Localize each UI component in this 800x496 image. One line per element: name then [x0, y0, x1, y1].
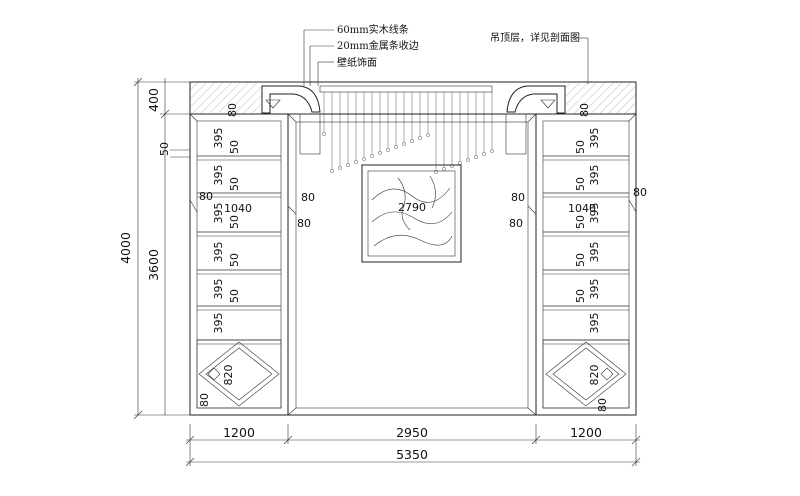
ceiling-hatch-right	[566, 83, 635, 113]
wall-picture	[361, 164, 462, 263]
dim-80: 80	[596, 398, 609, 412]
note-wallpaper: 壁纸饰面	[337, 56, 377, 69]
trim-column-left	[299, 113, 321, 155]
chandelier	[322, 92, 494, 174]
leader-lines	[303, 29, 589, 86]
dim-total-width: 5350	[396, 447, 428, 462]
dim-shelf-50: 50	[574, 215, 587, 229]
dim-shelf-50: 50	[574, 140, 587, 154]
chandelier-bead	[362, 157, 366, 161]
chandelier-bead	[490, 149, 494, 153]
chandelier-bead	[410, 139, 414, 143]
dim-cabinet-width: 1040	[568, 202, 596, 215]
dim-shelf-395: 395	[212, 203, 225, 224]
dim-80: 80	[578, 103, 591, 117]
dim-shelf-395: 395	[212, 128, 225, 149]
chandelier-bead	[322, 132, 326, 136]
chandelier-crown	[319, 85, 493, 93]
cove-left	[261, 85, 321, 114]
right-diamond-door	[542, 339, 630, 409]
dim-shelf-395: 395	[212, 165, 225, 186]
chandelier-bead	[386, 148, 390, 152]
chandelier-bead	[394, 145, 398, 149]
chandelier-bead	[354, 160, 358, 164]
wall-frame	[189, 113, 637, 416]
dim-cabinet-door: 820	[222, 365, 235, 386]
dim-shelf-395: 395	[588, 203, 601, 224]
chandelier-bead	[402, 142, 406, 146]
dim-shelf-50: 50	[228, 289, 241, 303]
dim-side-gap: 50	[158, 142, 171, 156]
dim-shelf-50: 50	[228, 177, 241, 191]
chandelier-bead	[426, 133, 430, 137]
dim-shelf-50: 50	[574, 253, 587, 267]
dim-shelf-395: 395	[588, 165, 601, 186]
downlight-icon	[540, 99, 556, 109]
dim-shelf-395: 395	[588, 242, 601, 263]
chandelier-bead	[458, 161, 462, 165]
dim-80: 80	[297, 217, 311, 230]
dim-picture-width: 2790	[398, 201, 426, 214]
dim-ceiling-height: 400	[146, 88, 161, 112]
dim-cabinet-width: 1040	[224, 202, 252, 215]
chandelier-bead	[466, 158, 470, 162]
chandelier-bead	[370, 154, 374, 158]
dim-80: 80	[226, 103, 239, 117]
dim-shelf-50: 50	[228, 215, 241, 229]
dim-left-width: 1200	[223, 425, 255, 440]
dim-center-width: 2950	[396, 425, 428, 440]
knob-icon	[207, 367, 221, 381]
dim-shelf-50: 50	[228, 253, 241, 267]
dim-shelf-50: 50	[228, 140, 241, 154]
left-diamond-door	[196, 339, 282, 409]
shelf-labels: 3953953953953953955050505050395395395395…	[212, 128, 601, 334]
trim-column-right	[505, 113, 527, 155]
dim-shelf-395: 395	[212, 242, 225, 263]
note-solid-wood-strip: 60mm实木线条	[337, 23, 409, 36]
knob-icon	[600, 367, 614, 381]
chandelier-bead	[338, 166, 342, 170]
dim-80: 80	[198, 393, 211, 407]
note-metal-trim: 20mm金属条收边	[337, 39, 419, 52]
chandelier-bead	[378, 151, 382, 155]
wallpaper-area	[295, 121, 529, 409]
dim-right-width: 1200	[570, 425, 602, 440]
dim-total-height: 4000	[118, 232, 133, 264]
ceiling-hatch-left	[191, 83, 261, 113]
dim-80: 80	[509, 217, 523, 230]
note-ceiling: 吊顶层，详见剖面图	[490, 31, 580, 44]
dim-80: 80	[199, 190, 213, 203]
ceiling-band	[189, 81, 637, 115]
dimension-lines	[133, 77, 641, 467]
dim-shelf-50: 50	[574, 177, 587, 191]
dim-shelf-395: 395	[588, 128, 601, 149]
chandelier-bead	[434, 170, 438, 174]
dim-shelf-395: 395	[212, 279, 225, 300]
dim-shelf-50: 50	[574, 289, 587, 303]
dim-80: 80	[511, 191, 525, 204]
downlight-icon	[265, 99, 281, 109]
chandelier-bead	[346, 163, 350, 167]
dim-80: 80	[301, 191, 315, 204]
dim-shelf-395: 395	[212, 313, 225, 334]
chandelier-bead	[474, 155, 478, 159]
chandelier-bead	[442, 167, 446, 171]
dim-shelf-395: 395	[588, 279, 601, 300]
dim-wall-height: 3600	[146, 249, 161, 281]
chandelier-bead	[450, 164, 454, 168]
chandelier-bead	[418, 136, 422, 140]
chandelier-bead	[330, 169, 334, 173]
dim-80: 80	[633, 186, 647, 199]
dim-cabinet-door: 820	[588, 365, 601, 386]
center-panel	[287, 113, 537, 416]
chandelier-bead	[482, 152, 486, 156]
shelves	[197, 155, 629, 345]
dim-shelf-395: 395	[588, 313, 601, 334]
cove-right	[506, 85, 566, 114]
